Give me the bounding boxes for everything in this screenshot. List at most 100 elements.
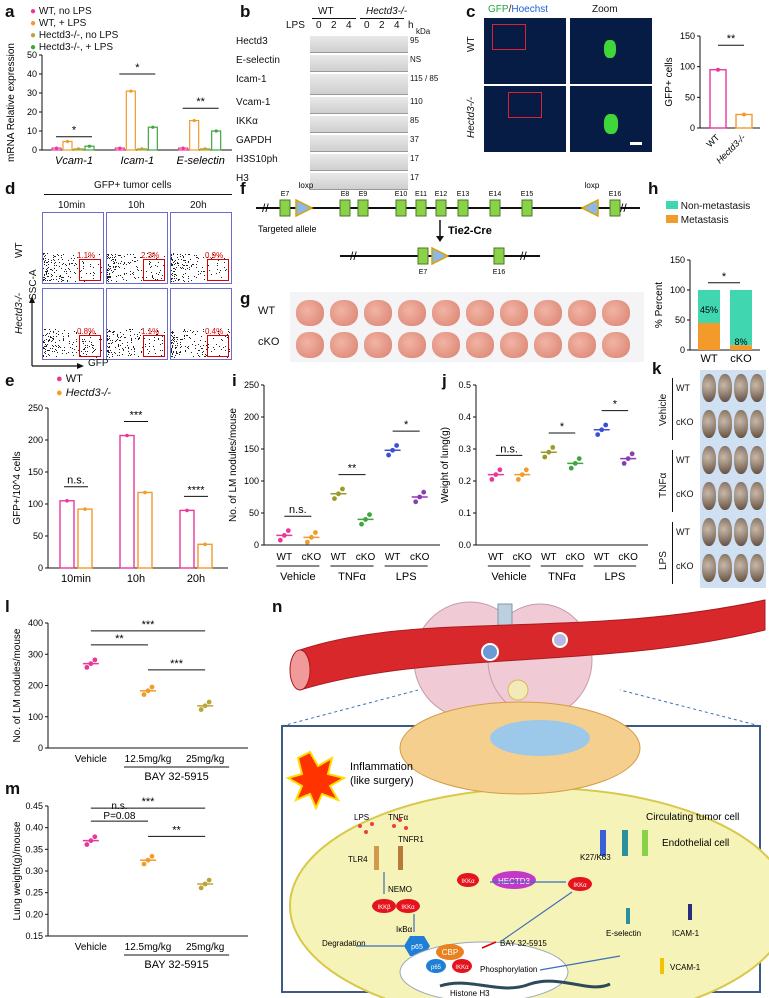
exon-box — [357, 199, 369, 217]
chart-a-sig-label: ** — [196, 96, 205, 108]
flow-gate — [143, 259, 165, 281]
flow-event — [137, 269, 139, 271]
bay-label: BAY 32-5915 — [500, 939, 547, 948]
flow-event — [176, 278, 178, 280]
blot-band-ikka: IKKα 85 — [236, 116, 419, 133]
flow-event — [60, 267, 62, 269]
chart-i-point — [312, 530, 318, 535]
chart-a-y-tick-label: 20 — [27, 107, 37, 117]
flow-event — [130, 349, 132, 351]
flow-event — [141, 277, 143, 279]
blot-band-label: H3S10ph — [236, 154, 278, 165]
flow-event — [173, 267, 175, 269]
flow-event — [58, 262, 60, 264]
inflammation-label-2: (like surgery) — [350, 775, 414, 787]
flow-event — [63, 253, 65, 255]
loxp-site — [295, 198, 314, 218]
eselectin-label: E-selectin — [606, 929, 641, 938]
flow-event — [197, 260, 199, 262]
flow-event — [149, 346, 151, 348]
flow-gate — [207, 259, 229, 281]
flow-event — [83, 262, 85, 264]
flow-event — [196, 255, 198, 257]
flow-event — [205, 333, 207, 335]
chart-m-point — [198, 885, 204, 891]
flow-event — [202, 353, 204, 355]
flow-event — [179, 346, 181, 348]
flow-event — [118, 348, 120, 350]
chart-m-y-tick-label: 0.25 — [25, 888, 43, 898]
flow-event — [183, 257, 185, 259]
flow-event — [85, 347, 87, 349]
chart-h-x-label: WT — [700, 353, 717, 365]
flow-event — [127, 254, 129, 256]
tlr4-receptor — [374, 846, 379, 870]
chart-i-x-label: WT — [331, 552, 347, 563]
flow-event — [60, 280, 62, 282]
lung-sample — [718, 554, 732, 582]
chart-h-segment — [698, 290, 720, 323]
zoom-guide-right — [619, 689, 761, 727]
flow-event — [107, 279, 109, 281]
flow-event — [107, 349, 109, 351]
flow-event — [135, 260, 137, 262]
cre-label: Tie2-Cre — [448, 225, 492, 237]
flow-event — [140, 270, 142, 272]
flow-event — [51, 274, 53, 276]
lung-sample — [734, 554, 748, 582]
chart-j-point — [599, 427, 605, 433]
flow-event — [137, 259, 139, 261]
flow-event — [109, 272, 111, 274]
flow-event — [61, 352, 63, 354]
exon-label: E14 — [489, 191, 502, 198]
flow-event — [196, 257, 198, 259]
chart-i-sig-label: * — [404, 419, 409, 431]
flow-event — [210, 257, 212, 259]
flow-event — [212, 257, 214, 259]
flow-event — [61, 263, 63, 265]
flow-event — [176, 351, 178, 353]
chart-h-y-label: % Percent — [654, 282, 665, 328]
flow-event — [108, 263, 110, 265]
flow-event — [190, 352, 192, 354]
flow-event — [43, 351, 45, 353]
blot-group-ko: Hectd3-/- — [366, 6, 408, 17]
flow-event — [109, 347, 111, 349]
blot-time-5: 4 — [394, 20, 400, 31]
flow-event — [188, 348, 190, 350]
chart-i-sig-label: ** — [348, 463, 357, 475]
chart-a-y-label: mRNA Relative expression — [6, 43, 17, 162]
flow-event — [216, 273, 218, 275]
bay-inhibit — [481, 941, 497, 949]
flow-event — [110, 351, 112, 353]
flow-event — [118, 265, 120, 267]
flow-event — [88, 332, 90, 334]
flow-event — [140, 257, 142, 259]
flow-event — [50, 261, 52, 263]
flow-event — [119, 352, 121, 354]
flow-event — [175, 262, 177, 264]
chart-c-y-tick-label: 0 — [690, 123, 695, 133]
flow-event — [109, 268, 111, 270]
lung-sample — [602, 332, 630, 358]
flow-event — [80, 355, 82, 357]
flow-event — [48, 273, 50, 275]
flow-event — [52, 344, 54, 346]
flow-event — [108, 276, 110, 278]
chart-m-point — [202, 881, 208, 887]
chart-i-x-label: WT — [277, 552, 293, 563]
blot-kda-label: kDa — [416, 27, 431, 36]
flow-event — [118, 345, 120, 347]
flow-event — [60, 346, 62, 348]
flow-gate — [79, 335, 101, 357]
chart-a-point — [203, 147, 207, 151]
flow-event — [171, 275, 173, 277]
flow-event — [72, 354, 74, 356]
ligand-dot — [370, 822, 374, 826]
flow-event — [52, 351, 54, 353]
flow-event — [120, 344, 122, 346]
flow-event — [174, 261, 176, 263]
flow-event — [93, 277, 95, 279]
ikka-nuclear-label: IKKα — [455, 965, 469, 971]
flow-event — [109, 256, 111, 258]
